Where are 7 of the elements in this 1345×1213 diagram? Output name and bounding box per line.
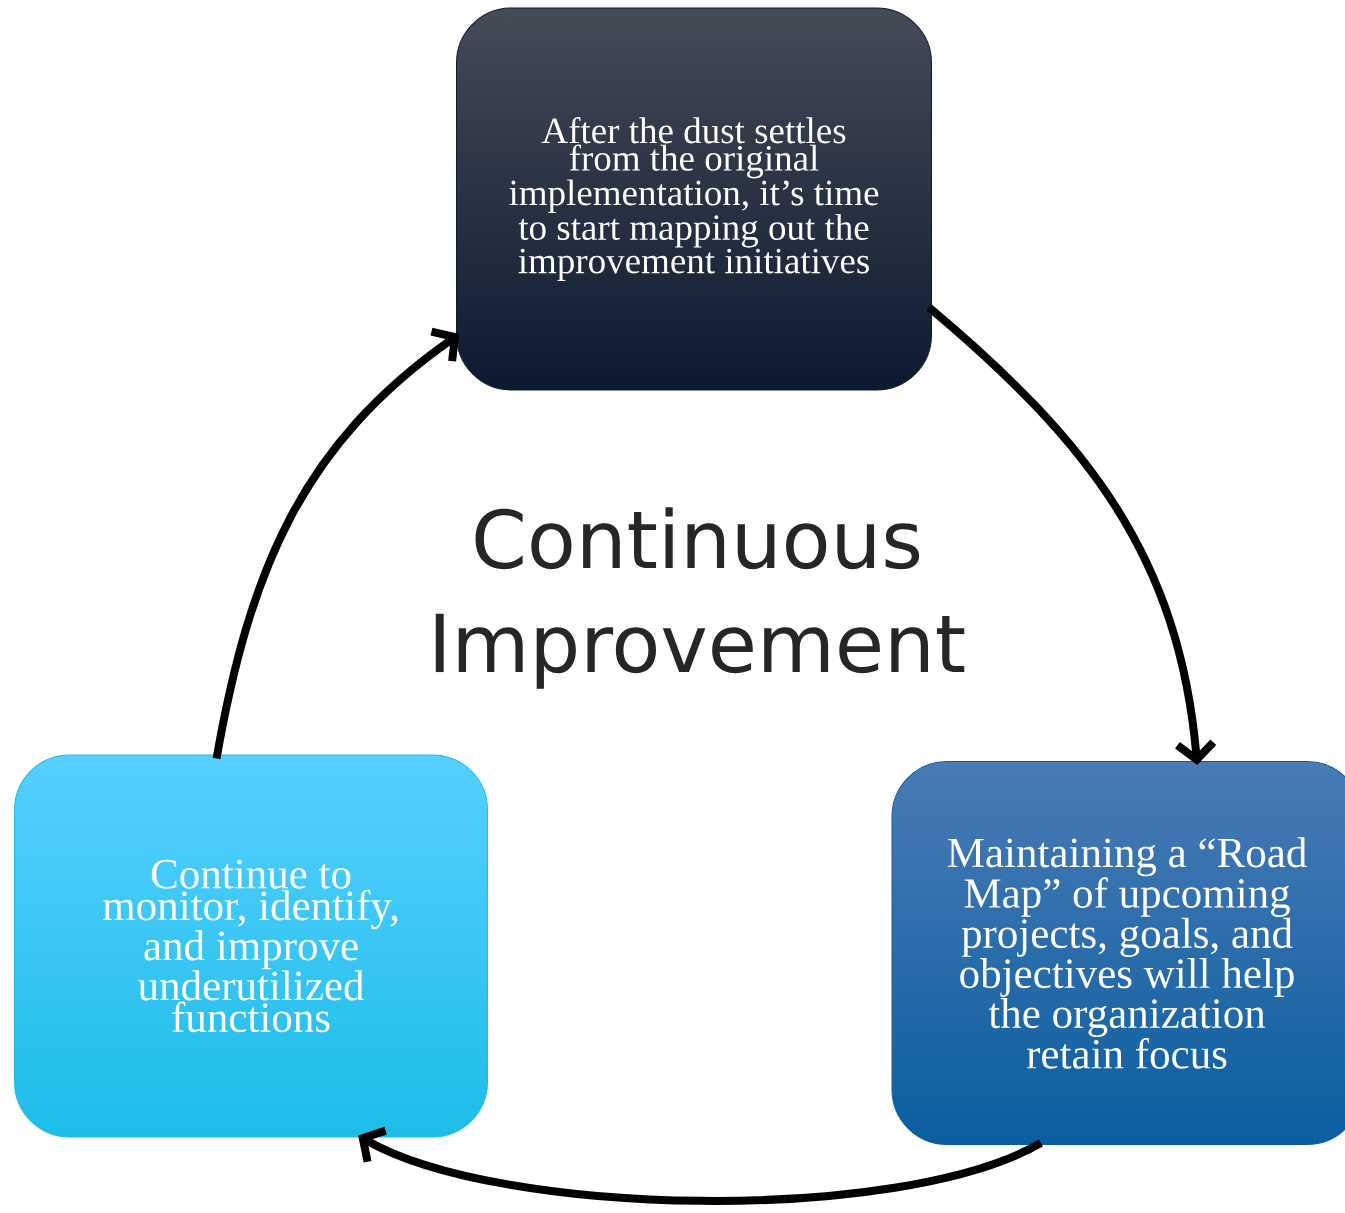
title: Continuous Improvement [435,507,965,689]
text-box: Continue to monitor, identify, and improve underutilized functions [14,754,488,1138]
text-box: After the dust settles from the original implementation, it’s time to start mapping out the improvement initiatives [456,7,932,391]
text-box: Maintaining a “Road Map” of upcoming projects, goals, and objectives will help the organization retain focus [891,761,1345,1145]
curved-arrow [212,327,460,760]
curved-arrow [358,1126,1043,1205]
curved-arrow [926,304,1217,765]
